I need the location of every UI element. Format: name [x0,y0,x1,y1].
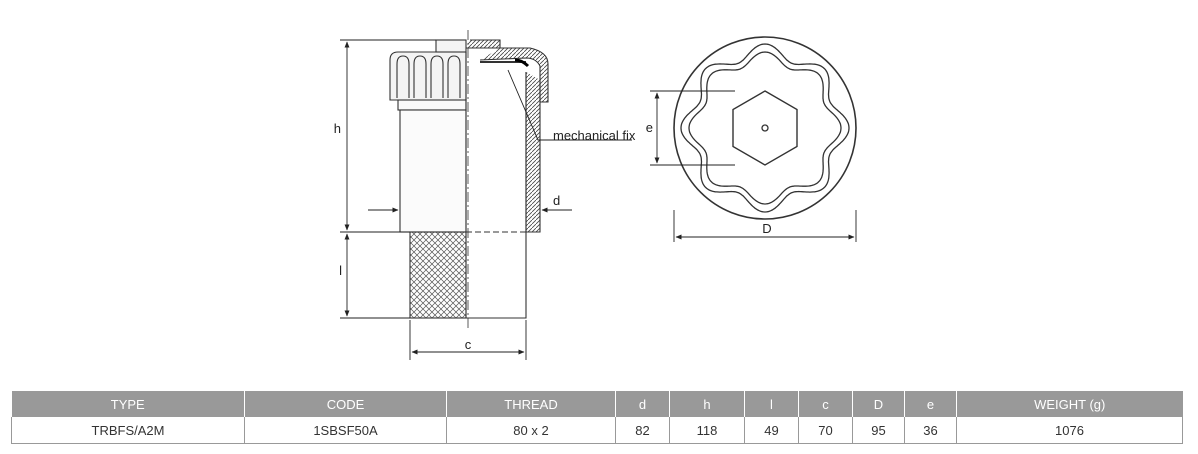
label-mechanical-fix: mechanical fix [553,128,636,143]
label-c: c [465,337,472,352]
label-l: l [339,263,342,278]
top-dimensions [650,90,857,242]
label-e: e [646,120,653,135]
header-D: D [852,391,905,417]
top-view [673,36,857,220]
cell-l: 49 [744,417,799,444]
cell-weight: 1076 [956,417,1183,444]
cell-d: 82 [615,417,670,444]
cell-h: 118 [669,417,745,444]
header-weight: WEIGHT (g) [956,391,1183,417]
header-d: d [615,391,670,417]
table-row: TRBFS/A2M 1SBSF50A 80 x 2 82 118 49 70 9… [11,417,1183,444]
cell-thread: 80 x 2 [446,417,616,444]
spec-table-header: TYPE CODE THREAD d h l c D e WEIGHT (g) [11,391,1183,417]
header-thread: THREAD [446,391,616,417]
label-D: D [762,221,771,236]
side-view [389,30,549,330]
cell-type: TRBFS/A2M [11,417,245,444]
cell-D: 95 [852,417,905,444]
header-code: CODE [244,391,447,417]
cell-e: 36 [904,417,957,444]
cell-code: 1SBSF50A [244,417,447,444]
label-d: d [553,193,560,208]
header-l: l [744,391,799,417]
label-h: h [334,121,341,136]
technical-drawing: h l c d mechanical fix D e [334,30,857,360]
cell-c: 70 [798,417,853,444]
header-c: c [798,391,853,417]
side-dimensions [340,39,632,360]
header-type: TYPE [11,391,245,417]
header-h: h [669,391,745,417]
header-e: e [904,391,957,417]
spec-table: TYPE CODE THREAD d h l c D e WEIGHT (g) … [11,391,1183,444]
